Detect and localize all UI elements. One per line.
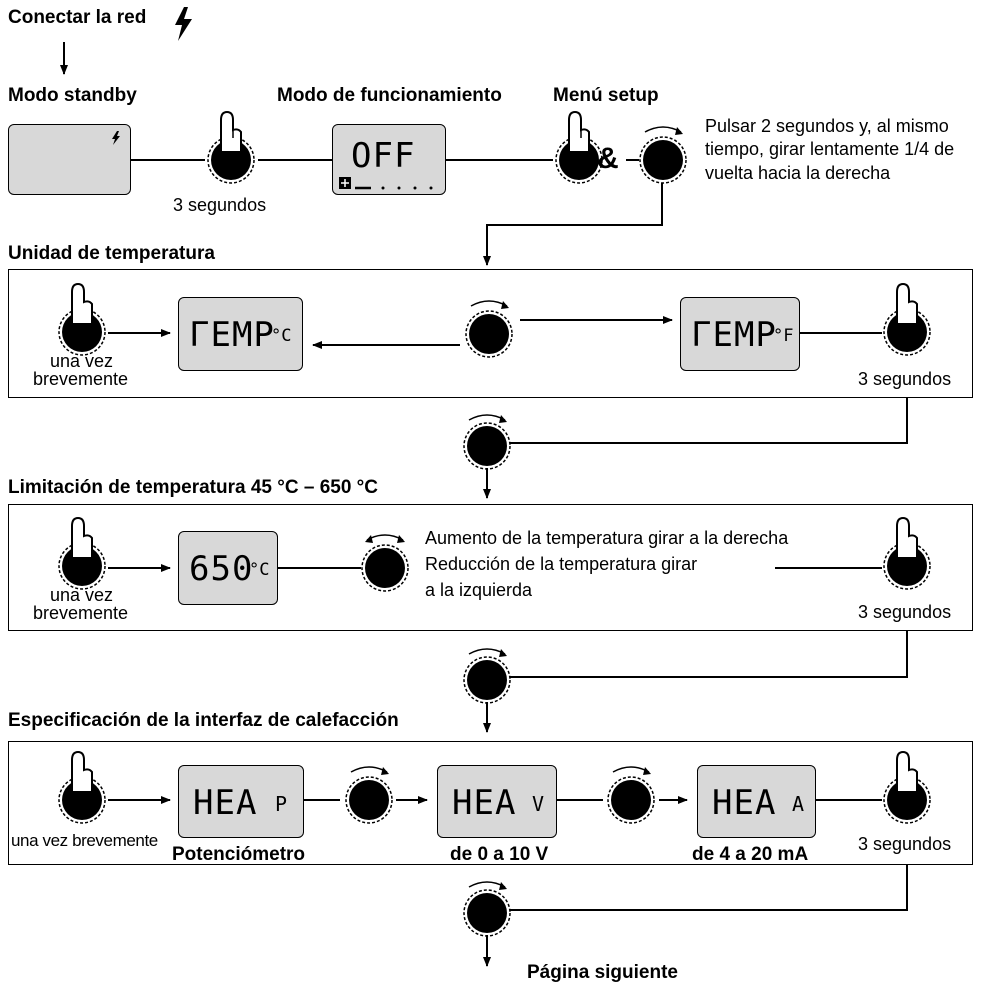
three-seconds-label: 3 segundos: [173, 195, 267, 215]
rotate-right-icon: [468, 414, 506, 421]
label-voltage: de 0 a 10 V: [450, 844, 549, 865]
ampersand: &: [597, 142, 619, 175]
display-off-text: OFF: [351, 136, 416, 176]
press-knob[interactable]: [54, 748, 116, 828]
press-knob[interactable]: [876, 280, 938, 360]
once-label-line2: brevemente: [33, 369, 129, 389]
temp-limit-panel: [8, 504, 973, 631]
press-hand-icon: [896, 516, 918, 559]
press-knob[interactable]: [876, 514, 938, 594]
rotate-right-icon: [644, 126, 682, 133]
display-heating-text: HEA: [712, 783, 777, 823]
three-seconds-label: 3 segundos: [858, 369, 952, 389]
once-label-line1: una vez: [50, 585, 114, 605]
display-temp-text: ΓEMP: [189, 315, 275, 355]
display-heating-text: HEA: [452, 783, 517, 823]
display-temp-limit-value: 650: [189, 549, 254, 589]
rotate-right-icon: [350, 766, 388, 773]
display-suffix-a: A: [792, 792, 805, 816]
once-label-line1: una vez: [50, 351, 114, 371]
display-heating-current: HEA A: [697, 765, 816, 838]
press-knob[interactable]: [54, 514, 116, 594]
temp-unit-title: Unidad de temperatura: [8, 243, 215, 264]
operating-display: OFF: [332, 124, 446, 195]
decrease-label-line2: a la izquierda: [425, 580, 533, 600]
display-heating-potentiometer: HEA P: [178, 765, 304, 838]
rotate-right-icon: [468, 648, 506, 655]
increase-label: Aumento de la temperatura girar a la der…: [425, 528, 789, 548]
label-potentiometer: Potenciómetro: [172, 844, 306, 865]
rotate-right-icon: [468, 881, 506, 888]
next-page-label[interactable]: Página siguiente: [527, 962, 678, 983]
operating-mode-label: Modo de funcionamiento: [277, 85, 502, 106]
standby-display: [8, 124, 131, 195]
press-hand-icon: [71, 282, 93, 325]
press-hand-icon: [220, 110, 242, 153]
lightning-icon: [112, 131, 120, 145]
press-hand-icon: [568, 110, 590, 153]
temp-limit-title: Limitación de temperatura 45 °C – 650 °C: [8, 477, 378, 498]
rotate-right-icon: [612, 766, 650, 773]
heating-interface-title: Especificación de la interfaz de calefac…: [8, 710, 399, 731]
rotate-both-icon: [366, 534, 404, 541]
display-suffix-v: V: [532, 792, 545, 816]
once-label-line2: brevemente: [33, 603, 129, 623]
fan-icon: [339, 177, 433, 190]
press-hand-icon: [896, 282, 918, 325]
display-unit-c: °C: [271, 326, 292, 346]
three-seconds-label: 3 segundos: [858, 602, 952, 622]
press-knob[interactable]: [200, 108, 262, 188]
press-hand-icon: [896, 750, 918, 793]
rotate-knob[interactable]: [463, 414, 527, 476]
rotate-knob[interactable]: [459, 298, 523, 362]
display-temp-limit: 650 °C: [178, 531, 278, 605]
rotate-both-knob[interactable]: [353, 530, 417, 594]
rotate-knob[interactable]: [463, 648, 527, 710]
setup-menu-label: Menú setup: [553, 85, 659, 106]
label-current: de 4 a 20 mA: [692, 844, 809, 865]
rotate-knob[interactable]: [337, 762, 401, 826]
setup-press-knob[interactable]: [548, 108, 610, 188]
connect-power-label: Conectar la red: [8, 7, 147, 28]
once-label: una vez brevemente: [11, 831, 158, 850]
decrease-label-line1: Reducción de la temperatura girar: [425, 554, 698, 574]
lightning-icon: [175, 7, 192, 41]
press-knob[interactable]: [54, 280, 116, 360]
rotate-knob[interactable]: [599, 762, 663, 826]
three-seconds-label: 3 segundos: [858, 834, 952, 854]
display-temp-text: ΓEMP: [691, 315, 777, 355]
display-temp-fahrenheit: ΓEMP °F: [680, 297, 800, 371]
press-hand-icon: [71, 750, 93, 793]
heating-panel: [8, 741, 973, 865]
display-suffix-p: P: [275, 792, 288, 816]
press-hand-icon: [71, 516, 93, 559]
setup-instruction: Pulsar 2 segundos y, al mismo tiempo, gi…: [705, 116, 955, 183]
display-heating-voltage: HEA V: [437, 765, 557, 838]
display-heating-text: HEA: [193, 783, 258, 823]
display-unit-c: °C: [249, 560, 270, 580]
temp-unit-panel: [8, 269, 973, 398]
press-knob[interactable]: [876, 748, 938, 828]
standby-mode-label: Modo standby: [8, 85, 137, 106]
rotate-right-icon: [470, 300, 508, 307]
display-temp-celsius: ΓEMP °C: [178, 297, 303, 371]
rotate-knob[interactable]: [463, 881, 527, 943]
setup-rotate-knob[interactable]: [633, 122, 697, 186]
display-unit-f: °F: [773, 326, 794, 346]
